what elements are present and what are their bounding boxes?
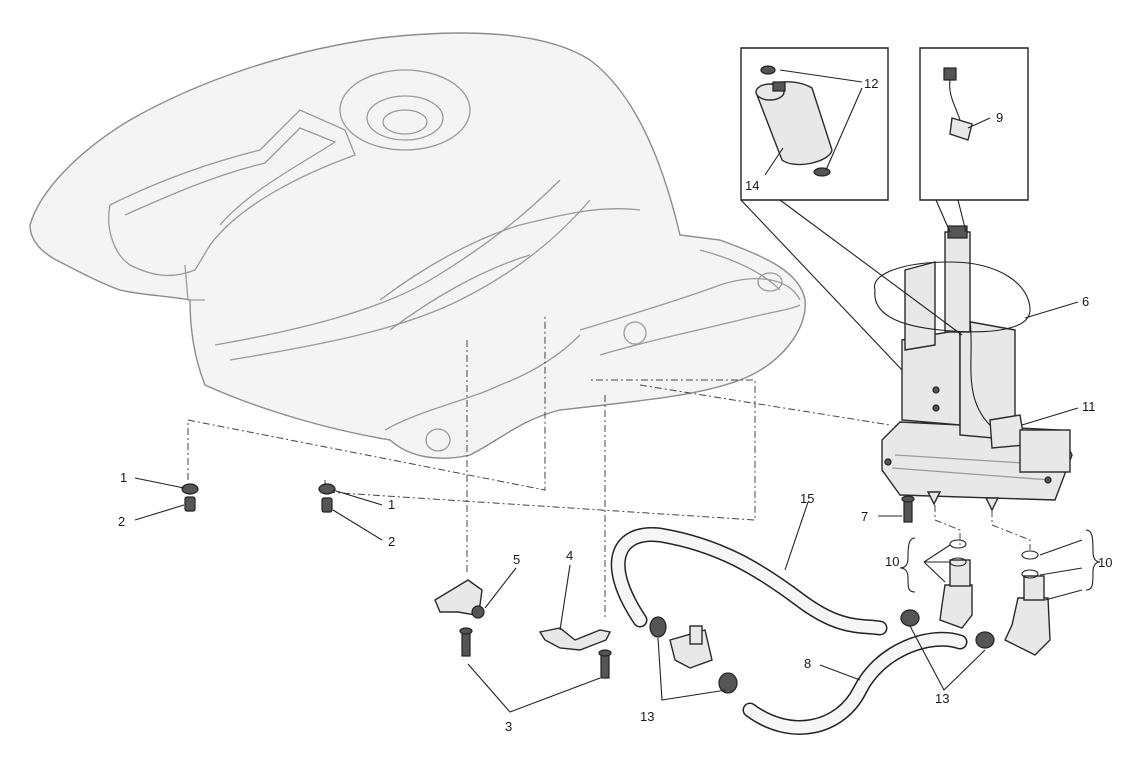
leader-lines xyxy=(134,69,1083,713)
washers-and-screws xyxy=(181,483,336,513)
brackets-and-bolts xyxy=(434,495,915,679)
fuel-pump-assembly xyxy=(873,225,1073,512)
callout-2-right: 2 xyxy=(388,534,395,549)
fuel-hoses xyxy=(610,526,968,735)
callout-13-left: 13 xyxy=(640,709,654,724)
callout-10-left: 10 xyxy=(885,554,899,569)
callout-1-right: 1 xyxy=(388,497,395,512)
callout-15: 15 xyxy=(800,491,814,506)
callout-12: 12 xyxy=(864,76,878,91)
callout-8: 8 xyxy=(804,656,811,671)
callout-1-left: 1 xyxy=(120,470,127,485)
callout-labels: 1 2 1 2 3 4 5 6 7 8 9 10 10 11 12 13 13 … xyxy=(118,76,1112,734)
fuel-tank xyxy=(29,32,806,459)
filter-inset xyxy=(740,47,963,371)
callout-10-right: 10 xyxy=(1098,555,1112,570)
connectors-and-clamps xyxy=(649,539,1051,694)
callout-7: 7 xyxy=(861,509,868,524)
callout-3: 3 xyxy=(505,719,512,734)
callout-11: 11 xyxy=(1082,399,1096,414)
callout-4: 4 xyxy=(566,548,573,563)
callout-2-left: 2 xyxy=(118,514,125,529)
sensor-inset xyxy=(919,47,1029,233)
brace-left xyxy=(899,537,916,593)
callout-13-right: 13 xyxy=(935,691,949,706)
callout-9: 9 xyxy=(996,110,1003,125)
callout-14: 14 xyxy=(745,178,759,193)
callout-5: 5 xyxy=(513,552,520,567)
brace-right xyxy=(1085,529,1101,591)
callout-6: 6 xyxy=(1082,294,1089,309)
